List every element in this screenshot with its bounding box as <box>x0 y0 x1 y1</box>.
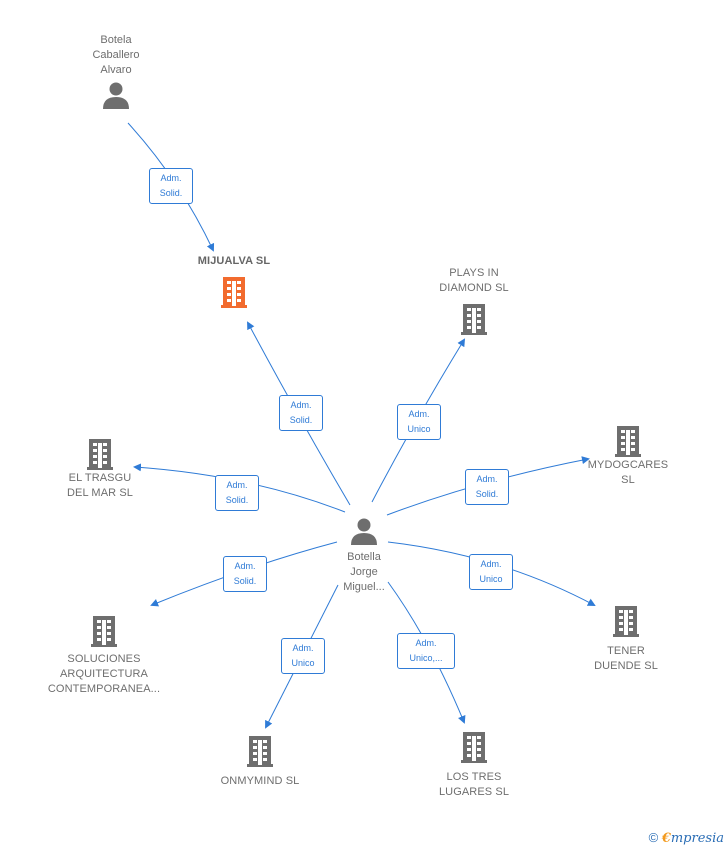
person-label: Botela Caballero Alvaro <box>92 34 140 76</box>
building-icon <box>91 616 117 647</box>
company-node-onmymind[interactable]: ONMYMIND SL <box>202 734 318 789</box>
company-node-tener-duende[interactable]: TENER DUENDE SL <box>568 604 684 674</box>
building-icon <box>461 304 487 335</box>
company-label: LOS TRES LUGARES SL <box>438 771 510 798</box>
brand-logo: €mpresia <box>662 831 724 846</box>
company-label: MIJUALVA SL <box>197 255 271 267</box>
relation-box-trasgu[interactable]: Adm. Solid. <box>215 475 259 511</box>
company-node-el-trasgu[interactable]: EL TRASGU DEL MAR SL <box>42 437 158 501</box>
brand-name: mpresia <box>670 831 724 846</box>
company-label: SOLUCIONES ARQUITECTURA CONTEMPORANEA... <box>47 653 161 695</box>
person-icon <box>103 82 129 109</box>
company-node-soluciones-arquitectura[interactable]: SOLUCIONES ARQUITECTURA CONTEMPORANEA... <box>34 614 174 697</box>
relation-box-onmymind[interactable]: Adm. Unico <box>281 638 325 674</box>
copyright-symbol: © <box>648 830 659 845</box>
company-label: ONMYMIND SL <box>220 775 300 787</box>
building-icon <box>247 736 273 767</box>
relation-box-mijualva[interactable]: Adm. Solid. <box>279 395 323 431</box>
person-icon <box>351 518 377 545</box>
company-node-los-tres-lugares[interactable]: LOS TRES LUGARES SL <box>416 730 532 800</box>
building-icon <box>87 439 113 470</box>
company-node-plays-in-diamond[interactable]: PLAYS IN DIAMOND SL <box>416 266 532 336</box>
company-node-mydogcares[interactable]: MYDOGCARES SL <box>570 424 686 488</box>
footer-copyright: © €mpresia <box>649 830 724 846</box>
relation-box-top[interactable]: Adm. Solid. <box>149 168 193 204</box>
building-icon <box>615 426 641 457</box>
building-icon <box>461 732 487 763</box>
relation-box-tener[interactable]: Adm. Unico <box>469 554 513 590</box>
relation-box-mydogcares[interactable]: Adm. Solid. <box>465 469 509 505</box>
brand-initial: € <box>661 831 671 846</box>
company-label: MYDOGCARES SL <box>587 459 669 486</box>
company-label: PLAYS IN DIAMOND SL <box>439 267 509 294</box>
company-node-mijualva[interactable]: MIJUALVA SL <box>176 254 292 309</box>
relation-box-soluciones[interactable]: Adm. Solid. <box>223 556 267 592</box>
building-icon <box>613 606 639 637</box>
relation-box-lostres[interactable]: Adm. Unico,... <box>397 633 455 669</box>
company-label: EL TRASGU DEL MAR SL <box>66 472 133 499</box>
person-label: Botella Jorge Miguel... <box>343 551 385 593</box>
person-node-botella-jorge[interactable]: Botella Jorge Miguel... <box>324 516 404 595</box>
relation-box-plays[interactable]: Adm. Unico <box>397 404 441 440</box>
building-icon <box>221 277 247 308</box>
company-label: TENER DUENDE SL <box>594 645 658 672</box>
person-node-botela-caballero[interactable]: Botela Caballero Alvaro <box>76 33 156 110</box>
